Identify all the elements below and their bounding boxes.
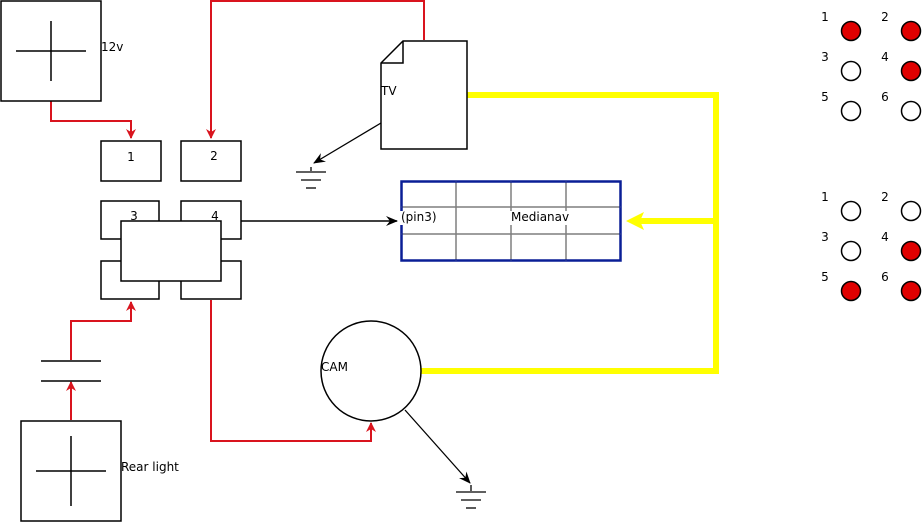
wire-cam-to-ground: [404, 409, 471, 484]
tv-unit: TV: [380, 40, 468, 150]
wire-tv-to-pin2: [206, 0, 425, 139]
pin-label: 3: [821, 230, 829, 244]
wire-tv-to-ground: [313, 122, 382, 164]
relay-pin1-label: 1: [127, 150, 135, 164]
wire-12v-to-pin1: [50, 101, 136, 139]
pin-indicator-active: [840, 20, 862, 42]
relay-pin3-label: 3: [130, 209, 138, 223]
pin-indicator-inactive: [840, 240, 862, 262]
wire-relay-to-cam: [210, 300, 376, 442]
pin-indicator-active: [900, 20, 922, 42]
ground-cam: [456, 485, 486, 509]
tv-document: [380, 40, 468, 150]
medianav-unit: (pin3) Medianav: [400, 180, 622, 262]
pin-label: 2: [881, 10, 889, 24]
pin-label: 6: [881, 90, 889, 104]
tv-document-fold: [381, 41, 404, 64]
pin-indicator-inactive: [900, 200, 922, 222]
pin-label: 1: [821, 10, 829, 24]
pin-label: 1: [821, 190, 829, 204]
pin-indicator-active: [840, 280, 862, 302]
pin-states-top: 1 2 3 4 5 6: [821, 10, 922, 122]
pin-indicator-active: [900, 60, 922, 82]
relay-pin4-label: 4: [211, 209, 219, 223]
relay-body: [120, 220, 222, 282]
medianav-label-bg: [510, 211, 570, 225]
relay-pin2-label: 2: [210, 149, 218, 163]
pin-indicator-active: [900, 280, 922, 302]
pin-label: 4: [881, 230, 889, 244]
battery-12v: 12v: [0, 0, 123, 102]
relay-pin1-box: [100, 140, 162, 182]
pin-label: 5: [821, 90, 829, 104]
relay-pin2-box: [180, 140, 242, 182]
ground-tv: [296, 167, 326, 189]
signal-wires: [241, 122, 471, 484]
pin-indicator-inactive: [840, 60, 862, 82]
pin-states-bottom: 1 2 3 4 5 6: [821, 190, 922, 302]
video-wires: [421, 92, 719, 374]
medianav-pin-label: (pin3): [401, 210, 437, 224]
pin-label: 3: [821, 50, 829, 64]
wire-capacitor-to-relay: [70, 301, 136, 360]
camera-unit: CAM: [320, 320, 422, 422]
medianav-label: Medianav: [511, 210, 569, 224]
relay: 1 2 3 4: [100, 140, 242, 300]
rear-light: Rear light: [20, 420, 179, 522]
pin-label: 2: [881, 190, 889, 204]
tv-label: TV: [380, 84, 397, 98]
pin-indicator-inactive: [900, 100, 922, 122]
battery-label: 12v: [101, 40, 123, 54]
pin-indicator-inactive: [840, 200, 862, 222]
pin-indicator-inactive: [840, 100, 862, 122]
yellow-arrow-head: [626, 212, 644, 230]
medianav-pin-label-bg: [400, 211, 438, 225]
rear-light-label: Rear light: [121, 460, 179, 474]
camera-circle: [320, 320, 422, 422]
pin-indicator-active: [900, 240, 922, 262]
power-wires: [50, 0, 425, 442]
pin-label: 5: [821, 270, 829, 284]
pin-label: 4: [881, 50, 889, 64]
pin-label: 6: [881, 270, 889, 284]
capacitor: [41, 360, 101, 382]
cam-label: CAM: [321, 360, 348, 374]
yellow-wire-tv-cam: [421, 92, 719, 374]
